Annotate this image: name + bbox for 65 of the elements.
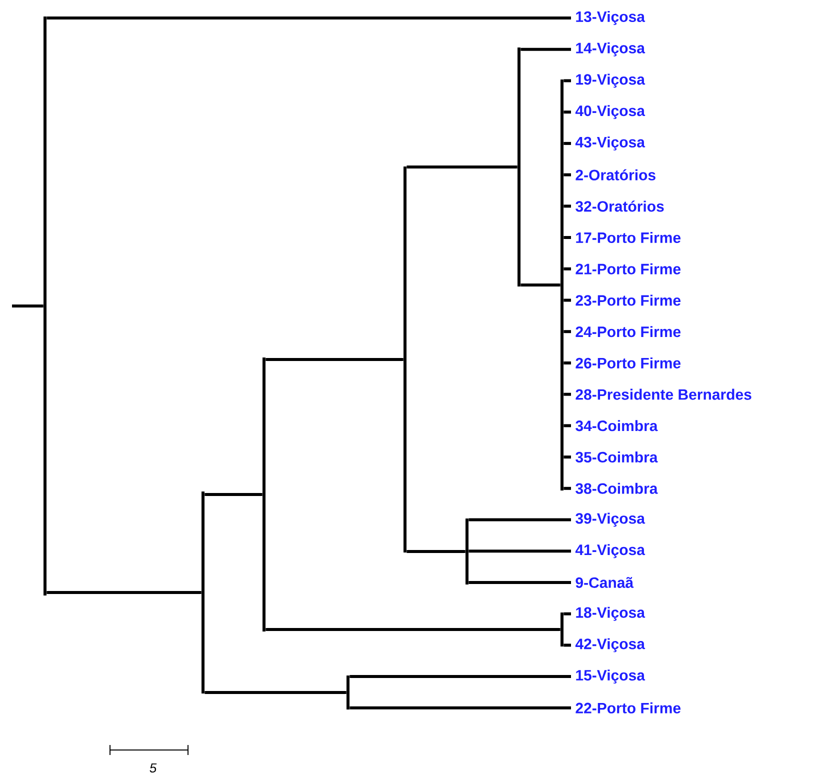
branch-line (266, 628, 560, 631)
leaf-label: 38-Coimbra (576, 482, 658, 494)
branch-line (564, 486, 571, 490)
branch-line (564, 267, 571, 270)
branch-line (46, 591, 202, 594)
branch-line (404, 166, 406, 552)
branch-line (262, 358, 266, 632)
leaf-label: 43-Viçosa (575, 136, 646, 150)
leaf-label: 22-Porto Firme (576, 702, 681, 714)
branch-line (564, 110, 571, 114)
branch-line (406, 550, 466, 553)
leaf-label: 15-Viçosa (576, 670, 646, 684)
branch-line (564, 79, 571, 82)
branch-line (468, 518, 571, 522)
branch-line (560, 80, 564, 490)
branch-line (564, 236, 571, 240)
branch-line (564, 392, 571, 396)
leaf-label: 18-Viçosa (576, 606, 646, 621)
branch-line (204, 493, 262, 496)
leaf-label: 39-Viçosa (576, 512, 646, 527)
leaf-label: 28-Presidente Bernardes (576, 388, 752, 400)
branch-line (564, 330, 571, 334)
branch-line (564, 456, 571, 459)
branch-line (520, 48, 571, 51)
scale-label: 5 (150, 763, 157, 773)
branch-line (564, 142, 571, 145)
branch-line (564, 204, 571, 208)
leaf-label: 9-Canaã (576, 577, 634, 588)
branch-line (564, 361, 571, 364)
leaf-label: 19-Viçosa (576, 74, 646, 88)
branch-line (564, 424, 571, 428)
leaf-label: 2-Oratórios (576, 169, 656, 180)
branch-line (46, 16, 571, 20)
leaf-label: 35-Coimbra (576, 452, 658, 463)
branch-line (466, 518, 468, 584)
branch-line (564, 644, 571, 647)
branch-line (202, 492, 204, 694)
leaf-label: 14-Viçosa (576, 42, 646, 56)
branch-line (12, 304, 44, 308)
branch-line (406, 166, 518, 168)
leaf-label: 26-Porto Firme (576, 357, 681, 368)
leaf-label: 42-Viçosa (575, 638, 646, 652)
branch-line (350, 675, 571, 678)
branch-line (564, 612, 571, 616)
leaf-label: 24-Porto Firme (576, 326, 681, 338)
leaf-label: 13-Viçosa (576, 11, 646, 25)
branch-line (560, 612, 564, 646)
branch-line (520, 284, 560, 286)
branch-line (468, 580, 571, 584)
branch-line (350, 706, 571, 710)
leaf-label: 34-Coimbra (576, 420, 658, 432)
branch-line (564, 298, 571, 302)
branch-line (564, 173, 571, 176)
branch-line (346, 676, 350, 710)
leaf-label: 32-Oratórios (576, 200, 664, 212)
branch-line (204, 691, 346, 694)
branch-line (266, 358, 404, 361)
branch-line (468, 550, 571, 553)
branch-line (518, 48, 520, 286)
leaf-label: 41-Viçosa (575, 544, 646, 558)
leaf-label: 23-Porto Firme (576, 294, 681, 306)
branch-line (44, 16, 46, 596)
leaf-label: 17-Porto Firme (576, 232, 681, 244)
leaf-label: 21-Porto Firme (576, 263, 681, 274)
leaf-label: 40-Viçosa (575, 105, 646, 120)
